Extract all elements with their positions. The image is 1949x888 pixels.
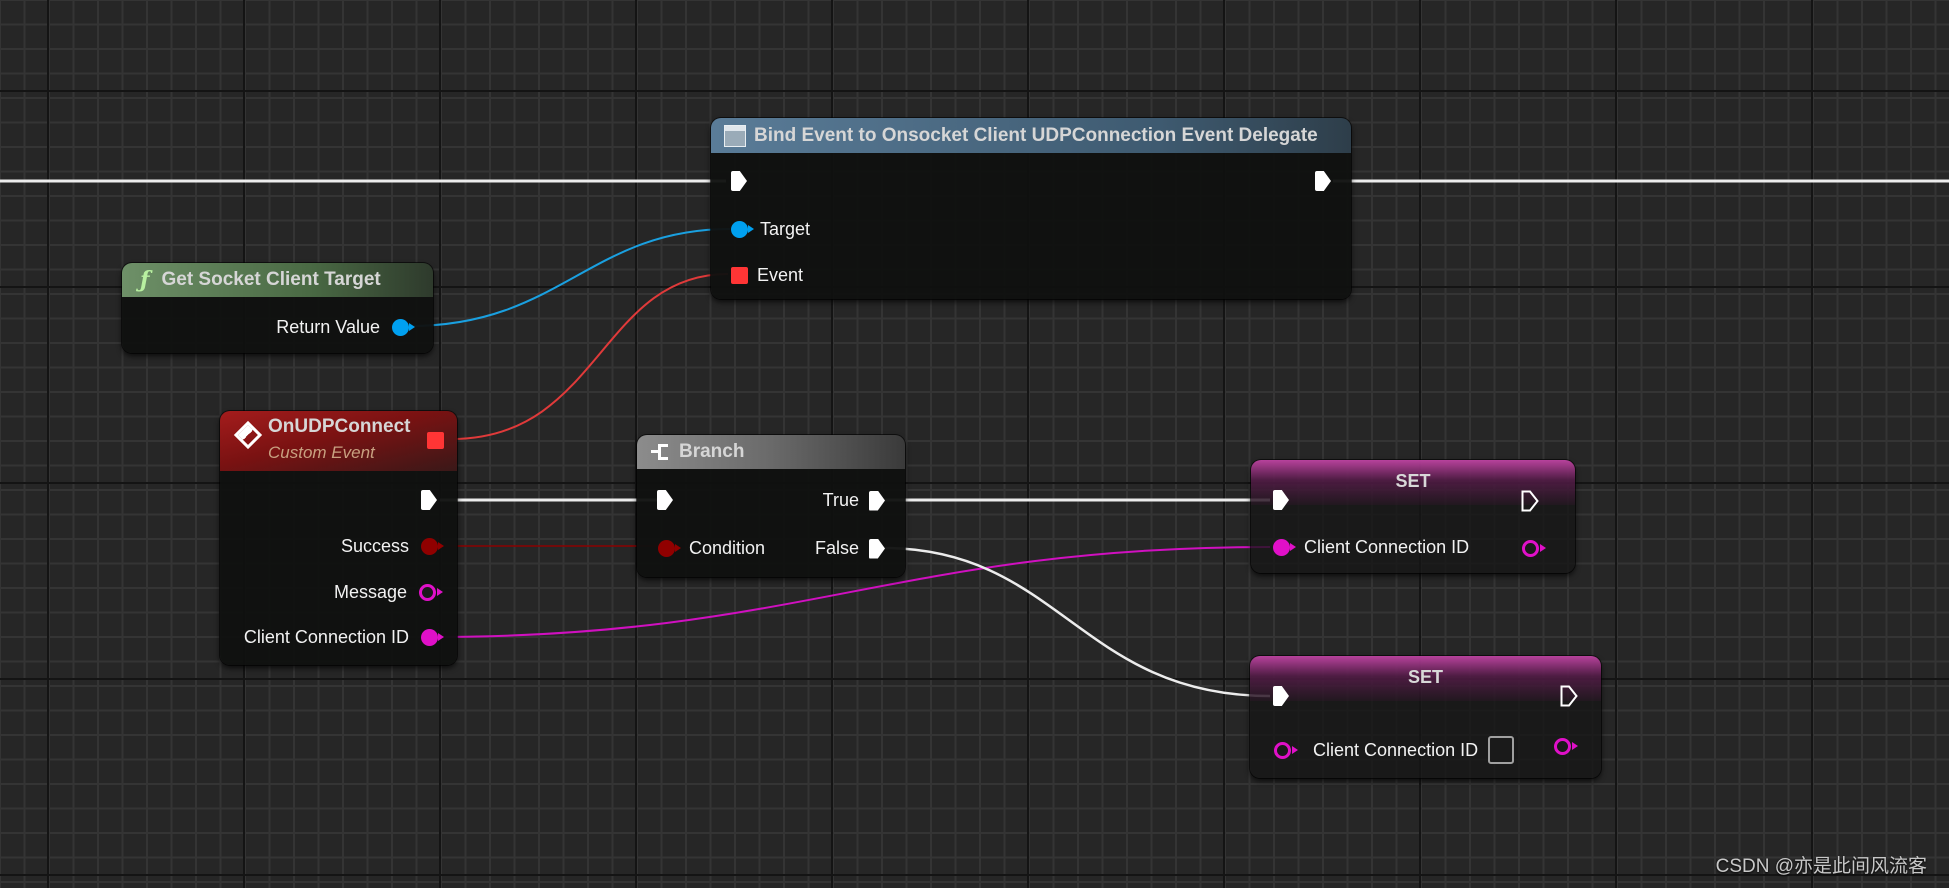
bind-event-title: Bind Event to Onsocket Client UDPConnect… — [754, 124, 1318, 146]
false-row: False — [815, 538, 885, 559]
exec-out-pin[interactable] — [1560, 685, 1578, 707]
client-connection-id-out-pin[interactable] — [1554, 738, 1578, 755]
branch-icon — [651, 442, 671, 462]
return-value-row: Return Value — [276, 317, 415, 338]
set-node-2[interactable]: SET Client Connection ID — [1250, 656, 1601, 778]
function-icon: ƒ — [140, 267, 150, 293]
bind-event-row: Event — [731, 265, 803, 286]
exec-out-pin[interactable] — [421, 490, 437, 510]
delegate-icon — [724, 124, 746, 147]
condition-row: Condition — [658, 538, 765, 559]
watermark: CSDN @亦是此间风流客 — [1715, 856, 1927, 877]
message-label: Message — [333, 582, 407, 602]
client-connection-id-in-pin[interactable] — [1273, 539, 1296, 556]
client-connection-id-out-pin[interactable] — [1522, 540, 1546, 557]
return-value-pin[interactable] — [392, 319, 415, 336]
true-exec-pin[interactable] — [869, 490, 885, 511]
bind-exec-in-row — [731, 171, 747, 191]
false-exec-pin[interactable] — [869, 538, 885, 559]
set-node-1[interactable]: SET Client Connection ID — [1251, 460, 1575, 573]
condition-pin[interactable] — [658, 540, 681, 557]
message-pin[interactable] — [419, 584, 443, 601]
set-2-exec-out-row — [1560, 685, 1578, 707]
set-2-value-row: Client Connection ID — [1274, 736, 1515, 764]
message-row: Message — [333, 582, 443, 603]
branch-exec-in-row — [657, 490, 673, 510]
true-label: True — [822, 490, 859, 510]
bind-target-row: Target — [731, 219, 810, 240]
on-udp-connect-subtitle: Custom Event — [268, 443, 375, 462]
target-label: Target — [760, 219, 811, 239]
value-checkbox[interactable] — [1488, 736, 1515, 764]
event-delegate-pin[interactable] — [731, 267, 748, 284]
set-2-header[interactable]: SET — [1250, 656, 1601, 701]
exec-out-pin[interactable] — [1521, 490, 1539, 512]
get-socket-client-header[interactable]: ƒ Get Socket Client Target — [122, 263, 433, 297]
event-label: Event — [757, 265, 804, 285]
event-output-pin[interactable] — [427, 432, 444, 449]
bind-event-header[interactable]: Bind Event to Onsocket Client UDPConnect… — [711, 118, 1351, 153]
client-connection-id-pin[interactable] — [421, 629, 444, 646]
set-1-exec-out-row — [1521, 490, 1539, 512]
true-row: True — [823, 490, 885, 511]
client-connection-id-in-pin[interactable] — [1274, 741, 1298, 759]
condition-label: Condition — [689, 538, 766, 558]
get-socket-client-node[interactable]: ƒ Get Socket Client Target Return Value — [122, 263, 433, 353]
bind-exec-out-row — [1315, 171, 1331, 191]
exec-out-pin[interactable] — [1315, 171, 1331, 191]
event-diamond-icon — [233, 420, 263, 450]
set-1-value-label: Client Connection ID — [1304, 537, 1470, 557]
on-udp-connect-title: OnUDPConnect — [268, 416, 411, 437]
success-pin[interactable] — [421, 538, 444, 555]
get-socket-client-title: Get Socket Client Target — [161, 269, 381, 290]
branch-header[interactable]: Branch — [637, 435, 905, 469]
exec-in-pin[interactable] — [731, 171, 747, 191]
branch-node[interactable]: Branch True Condition False — [637, 435, 905, 577]
false-label: False — [814, 538, 859, 558]
set-1-exec-in-row — [1273, 490, 1289, 510]
branch-title: Branch — [679, 441, 745, 462]
set-2-value-label: Client Connection ID — [1313, 739, 1479, 760]
bind-event-node[interactable]: Bind Event to Onsocket Client UDPConnect… — [711, 118, 1351, 299]
set-2-value-out-row — [1554, 738, 1578, 755]
on-udp-connect-header[interactable]: OnUDPConnect Custom Event — [220, 411, 457, 471]
on-udp-connect-node[interactable]: OnUDPConnect Custom Event Success Messag… — [220, 411, 457, 665]
success-label: Success — [340, 536, 409, 556]
exec-in-pin[interactable] — [657, 490, 673, 510]
set-1-title: SET — [1395, 471, 1431, 491]
set-1-header[interactable]: SET — [1251, 460, 1575, 505]
set-1-value-row: Client Connection ID — [1273, 537, 1469, 558]
exec-in-pin[interactable] — [1273, 686, 1289, 706]
set-1-value-out-row — [1522, 540, 1546, 557]
return-value-label: Return Value — [276, 317, 380, 337]
udp-exec-out-row — [421, 490, 437, 510]
client-connection-id-row: Client Connection ID — [243, 627, 444, 648]
target-pin[interactable] — [731, 221, 754, 238]
set-2-exec-in-row — [1273, 686, 1289, 706]
success-row: Success — [340, 536, 444, 557]
set-2-title: SET — [1407, 667, 1443, 687]
exec-in-pin[interactable] — [1273, 490, 1289, 510]
client-connection-id-label: Client Connection ID — [243, 627, 409, 647]
